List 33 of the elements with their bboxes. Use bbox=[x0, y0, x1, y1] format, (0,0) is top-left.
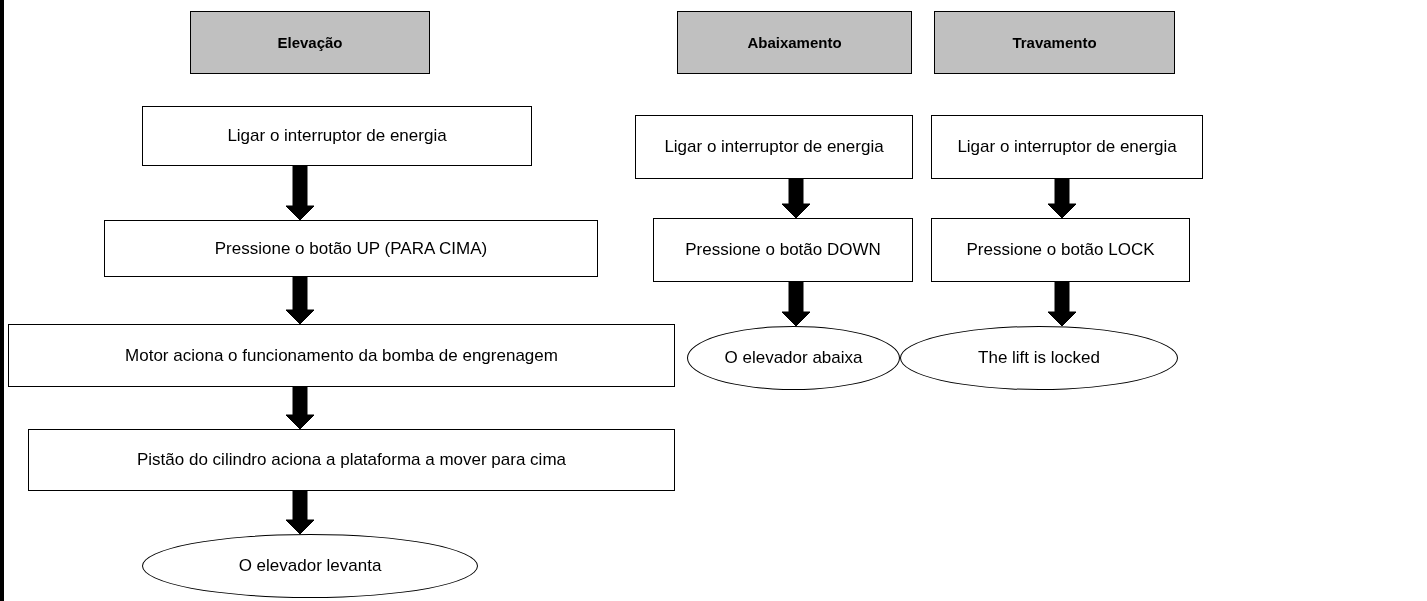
block-arrow bbox=[1047, 281, 1077, 327]
process-box bbox=[104, 220, 598, 277]
node-label: Ligar o interruptor de energia bbox=[227, 126, 447, 146]
process-box bbox=[635, 115, 913, 179]
node-label: Motor aciona o funcionamento da bomba de engrenagem bbox=[125, 345, 558, 366]
block-arrow bbox=[285, 165, 315, 221]
block-arrow bbox=[1047, 178, 1077, 219]
process-box bbox=[931, 115, 1203, 179]
process-box bbox=[142, 106, 532, 166]
node-label: O elevador abaixa bbox=[724, 348, 863, 368]
process-box bbox=[28, 429, 675, 491]
node-label: Travamento bbox=[1012, 34, 1097, 51]
node-label: Elevação bbox=[277, 34, 343, 51]
block-arrow bbox=[285, 276, 315, 325]
block-arrow bbox=[781, 281, 811, 327]
block-arrow bbox=[285, 386, 315, 430]
node-label: Ligar o interruptor de energia bbox=[957, 137, 1177, 157]
section-header-box bbox=[190, 11, 430, 74]
node-label: O elevador levanta bbox=[238, 556, 382, 576]
node-label: Pressione o botão LOCK bbox=[966, 240, 1155, 260]
block-arrow bbox=[285, 490, 315, 535]
process-box bbox=[653, 218, 913, 282]
node-label: Pressione o botão UP (PARA CIMA) bbox=[214, 238, 488, 259]
node-label: Pressione o botão DOWN bbox=[685, 240, 881, 260]
process-box bbox=[931, 218, 1190, 282]
node-label: Ligar o interruptor de energia bbox=[664, 137, 884, 157]
node-label: The lift is locked bbox=[978, 348, 1100, 368]
node-label: Abaixamento bbox=[747, 34, 842, 51]
process-box bbox=[8, 324, 675, 387]
section-header-box bbox=[677, 11, 912, 74]
block-arrow bbox=[781, 178, 811, 219]
node-label: Pistão do cilindro aciona a plataforma a mover para cima bbox=[137, 450, 566, 470]
section-header-box bbox=[934, 11, 1175, 74]
